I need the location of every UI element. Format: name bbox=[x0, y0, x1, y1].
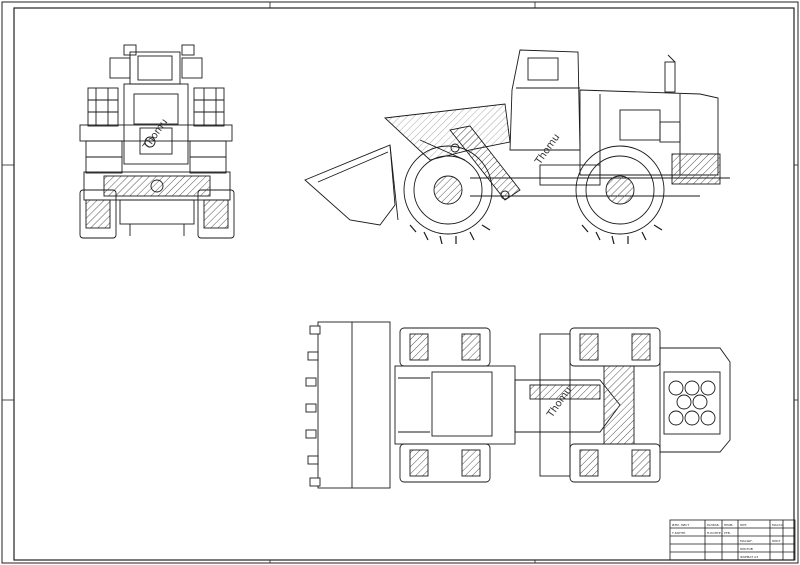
watermark-front: Thomu bbox=[141, 117, 170, 153]
front-view bbox=[79, 44, 235, 239]
side-view bbox=[304, 49, 730, 245]
title-block bbox=[669, 519, 796, 561]
title-cell: УТВ. bbox=[724, 531, 731, 535]
title-cell: ИЗМ. ЛИСТ bbox=[672, 523, 689, 527]
title-cell: ЛИСТ bbox=[772, 539, 781, 543]
title-cell: ЛИСТОВ bbox=[740, 547, 753, 551]
title-cell: МАСШТ. bbox=[740, 539, 753, 543]
title-cell: МАССА bbox=[772, 523, 784, 527]
title-cell: Т.КОНТР. bbox=[671, 531, 686, 535]
title-block-labels: ИЗМ. ЛИСТ РАЗРАБ. ПРОВ. Т.КОНТР. Н.КОНТР… bbox=[671, 523, 784, 559]
title-cell: ПРОВ. bbox=[724, 523, 733, 527]
radiator-cores bbox=[668, 380, 716, 426]
title-cell: ЛИТ. bbox=[740, 523, 747, 527]
bucket-teeth bbox=[305, 325, 321, 487]
sheet-inner-frame bbox=[13, 7, 795, 561]
title-cell: Н.КОНТР. bbox=[707, 531, 722, 535]
title-cell: ФОРМАТ А3 bbox=[740, 555, 758, 559]
top-view bbox=[305, 321, 731, 489]
title-cell: РАЗРАБ. bbox=[707, 523, 720, 527]
